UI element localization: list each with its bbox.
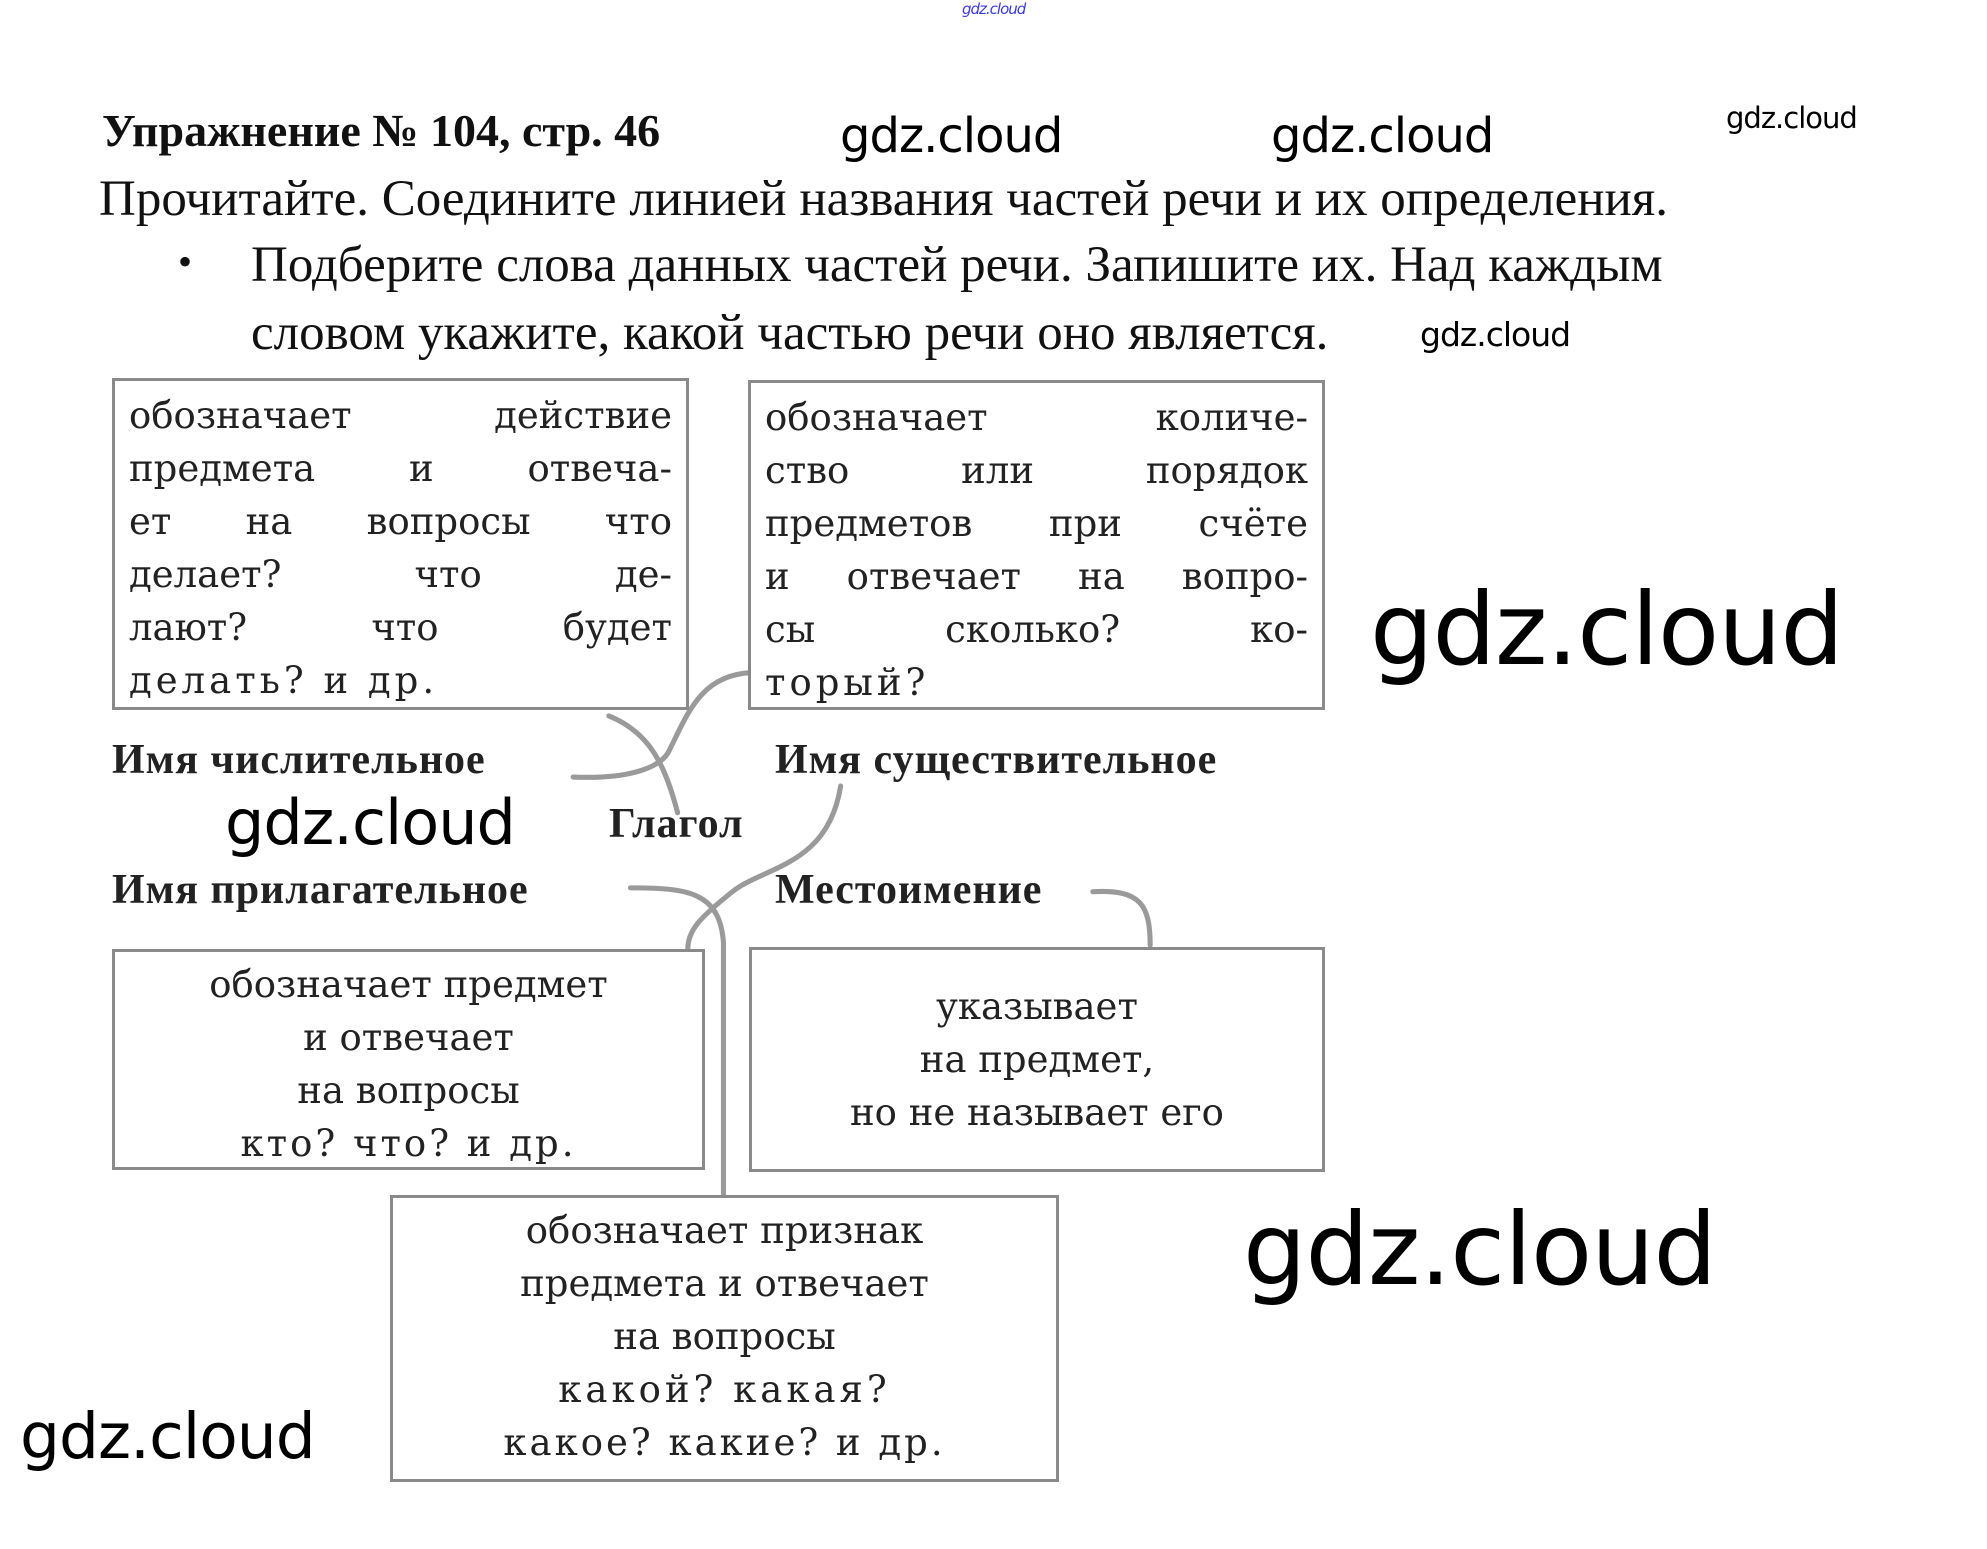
- box-line: предметов при счёте: [765, 502, 1308, 545]
- box-line: обозначает количе-: [765, 396, 1308, 439]
- box-line: предмета и отвечает: [520, 1262, 929, 1305]
- box-line: какое? какие? и др.: [503, 1421, 946, 1464]
- watermark-top: gdz.cloud: [962, 0, 1026, 18]
- watermark: gdz.cloud: [225, 786, 516, 859]
- label-adjective: Имя прилагательное: [112, 867, 529, 913]
- box-line: обозначает признак: [525, 1209, 924, 1252]
- watermark: gdz.cloud: [1726, 101, 1858, 135]
- numeral-definition-box: обозначает количе- ство или порядок пред…: [748, 380, 1325, 710]
- watermark: gdz.cloud: [1420, 315, 1571, 354]
- line-noun: [685, 783, 844, 952]
- box-line: предмета и отвеча-: [129, 447, 672, 490]
- adjective-definition-box: обозначает признак предмета и отвечает н…: [390, 1195, 1059, 1482]
- box-line: ет на вопросы что: [129, 500, 672, 543]
- line-verb: [606, 713, 681, 816]
- label-verb: Глагол: [609, 801, 744, 847]
- watermark: gdz.cloud: [840, 108, 1063, 164]
- box-line: но не называет его: [850, 1091, 1224, 1134]
- exercise-title: Упражнение № 104, стр. 46: [102, 105, 661, 156]
- label-noun: Имя существительное: [775, 737, 1218, 783]
- box-line: сы сколько? ко-: [765, 608, 1308, 651]
- box-line: какой? какая?: [558, 1368, 891, 1411]
- watermark: gdz.cloud: [1243, 1191, 1717, 1308]
- watermark: gdz.cloud: [1370, 571, 1844, 688]
- box-line: на вопросы: [297, 1069, 520, 1112]
- box-line: обозначает действие: [129, 394, 672, 437]
- pronoun-definition-box: указывает на предмет, но не называет его: [749, 947, 1325, 1172]
- box-line: обозначает предмет: [209, 963, 608, 1006]
- box-line: лают? что будет: [129, 606, 672, 649]
- label-pronoun: Местоимение: [775, 867, 1043, 913]
- noun-definition-box: обозначает предмет и отвечает на вопросы…: [112, 949, 705, 1170]
- box-line: кто? что? и др.: [240, 1122, 577, 1165]
- watermark: gdz.cloud: [20, 1400, 316, 1473]
- box-line: на вопросы: [613, 1315, 836, 1358]
- instruction: Прочитайте. Соедините линией названия ча…: [99, 171, 1668, 227]
- verb-definition-box: обозначает действие предмета и отвеча- е…: [112, 378, 689, 710]
- box-line: делает? что де-: [129, 553, 672, 596]
- line-pronoun: [1090, 888, 1153, 948]
- line-adjective: [627, 885, 727, 1198]
- box-line: на предмет,: [919, 1038, 1155, 1081]
- box-line: и отвечает на вопро-: [765, 555, 1308, 598]
- box-line: ство или порядок: [765, 449, 1308, 492]
- label-numeral: Имя числительное: [112, 737, 486, 783]
- box-line: делать? и др.: [129, 659, 439, 702]
- line-numeral: [570, 670, 755, 780]
- watermark: gdz.cloud: [1271, 108, 1494, 164]
- task-line-1: Подберите слова данных частей речи. Запи…: [251, 237, 1663, 293]
- box-line: и отвечает: [303, 1016, 514, 1059]
- task-line-2: словом укажите, какой частью речи оно яв…: [251, 305, 1329, 361]
- box-line: торый?: [765, 661, 930, 704]
- bullet-icon: •: [178, 239, 193, 284]
- box-line: указывает: [936, 985, 1138, 1028]
